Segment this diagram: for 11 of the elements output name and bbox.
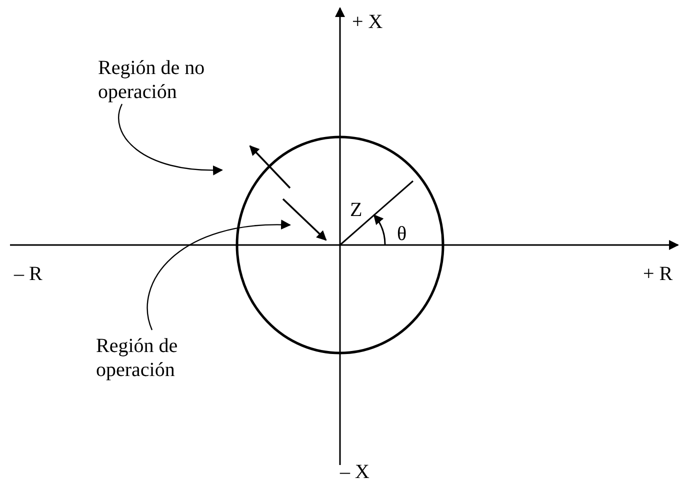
axis-label: + R bbox=[643, 262, 673, 286]
region-label: Región de operación bbox=[96, 334, 216, 382]
leader-line bbox=[118, 104, 223, 175]
axis-label: + X bbox=[352, 10, 383, 34]
axis-label: – R bbox=[14, 262, 42, 286]
leader-line bbox=[146, 220, 291, 330]
relay-characteristic-circle bbox=[236, 136, 444, 354]
angle-label: θ bbox=[397, 222, 407, 246]
impedance-label: Z bbox=[350, 198, 362, 222]
region-label: Región de no operación bbox=[98, 56, 210, 104]
axis-label: – X bbox=[340, 460, 370, 484]
